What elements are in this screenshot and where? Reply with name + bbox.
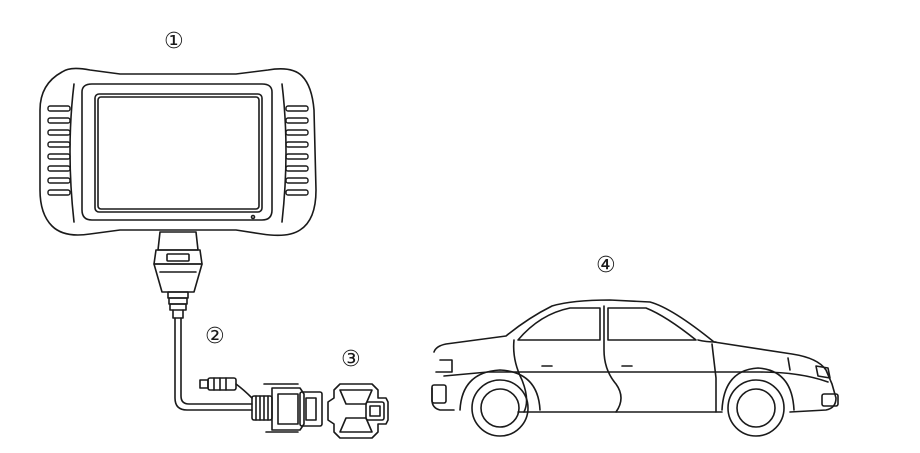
car-icon xyxy=(431,299,839,437)
obd-cable-icon xyxy=(153,231,323,433)
diagnostic-tablet-icon xyxy=(39,67,317,237)
cable-label: ② xyxy=(205,324,225,349)
tablet-label: ① xyxy=(164,29,184,54)
obd-adapter-icon xyxy=(327,383,389,439)
adapter-label: ③ xyxy=(341,347,361,372)
car-label: ④ xyxy=(596,253,616,278)
